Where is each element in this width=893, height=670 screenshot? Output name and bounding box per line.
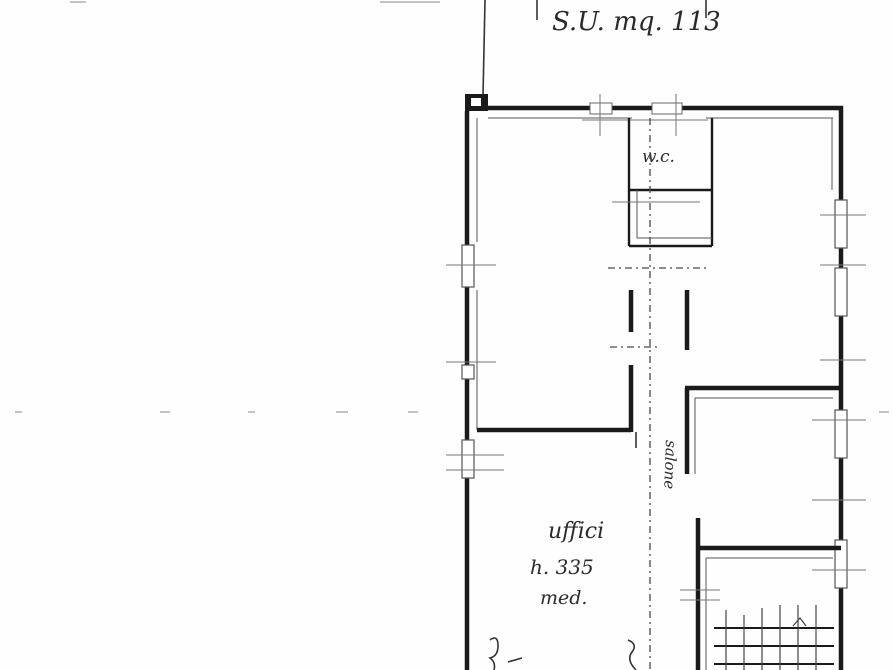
- office-height: h. 335: [530, 555, 594, 579]
- office-label: uffici h. 335 med.: [530, 519, 604, 609]
- corridor-label: salone: [660, 440, 680, 490]
- exterior-wall-left: [446, 111, 504, 670]
- surface-area-text: S.U. mq. 113: [552, 7, 721, 37]
- surface-area-label: S.U. mq. 113: [536, 0, 721, 37]
- wc-room: w.c.: [612, 118, 714, 248]
- bottom-marks: [488, 637, 637, 670]
- leader-line: [482, 0, 486, 97]
- stray-marks: [15, 1, 889, 413]
- office-name: uffici: [548, 519, 604, 544]
- office-note: med.: [540, 587, 587, 609]
- axis-lines: [608, 118, 708, 670]
- partition-left: [477, 365, 637, 448]
- wc-label: w.c.: [642, 147, 675, 167]
- corner-column: [465, 94, 488, 111]
- exterior-wall-top: [488, 94, 843, 136]
- partition-right: [684, 385, 841, 474]
- door-jambs: [628, 290, 690, 350]
- staircase: [714, 605, 834, 670]
- stair-enclosure: [680, 518, 841, 670]
